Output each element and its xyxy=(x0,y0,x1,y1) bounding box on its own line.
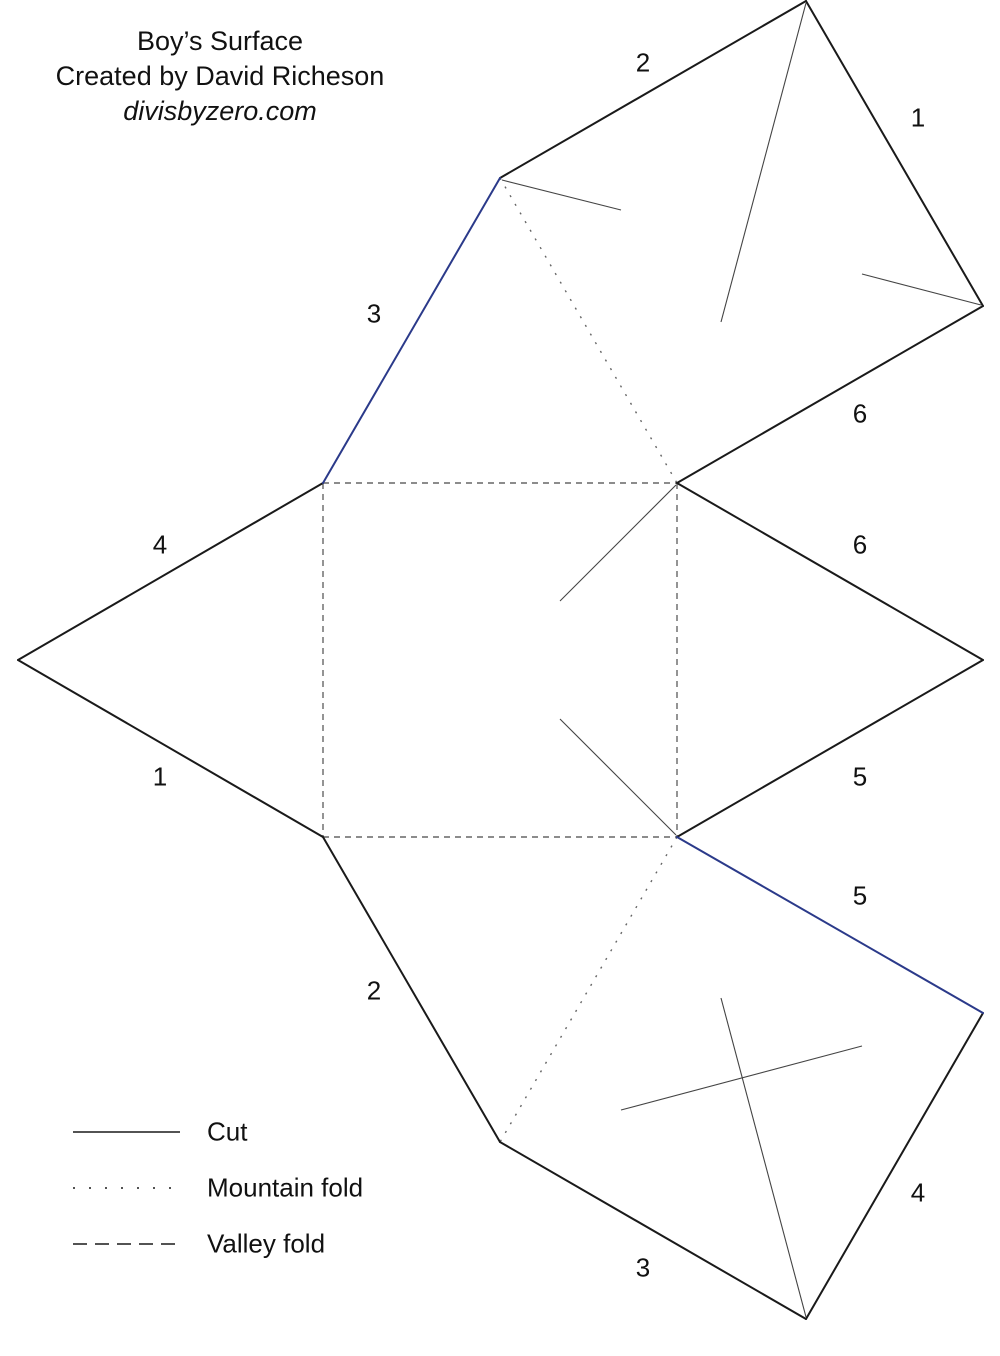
legend-swatches xyxy=(73,1131,180,1245)
edge-label: 4 xyxy=(152,529,168,560)
edge-label: 3 xyxy=(635,1252,651,1283)
edge-label: 4 xyxy=(910,1177,926,1208)
cut-edge-1-left xyxy=(17,659,324,838)
guide-line xyxy=(720,997,807,1318)
mountain-fold-lower xyxy=(499,836,678,1143)
edge-label: 3 xyxy=(366,298,382,329)
author-line: Created by David Richeson xyxy=(55,61,385,91)
cut-edge-6-upper xyxy=(676,305,984,484)
cut-edge-1-top xyxy=(805,0,984,307)
highlight-edges xyxy=(322,177,984,1014)
cut-edge-5-right xyxy=(676,659,984,838)
guide-line xyxy=(620,1045,863,1111)
cut-edge-4-bottom xyxy=(805,1012,984,1320)
title-line: Boy’s Surface xyxy=(136,26,304,56)
cut-edge-2-bottom xyxy=(322,836,501,1143)
edge-label: 1 xyxy=(910,102,926,133)
cut-edge-3-top xyxy=(322,177,501,484)
edge-label: 1 xyxy=(152,761,168,792)
cut-edge-4-left xyxy=(17,482,324,661)
edge-label: 5 xyxy=(852,761,868,792)
edge-label: 5 xyxy=(852,880,868,911)
guide-line xyxy=(501,179,622,211)
cut-edges xyxy=(17,0,984,1320)
valley-folds xyxy=(322,482,678,838)
cut-edge-5-lower xyxy=(676,836,984,1014)
guide-line xyxy=(559,484,677,602)
cut-edge-6-right xyxy=(676,482,984,661)
mountain-fold-upper xyxy=(499,177,678,484)
mountain-folds xyxy=(499,177,678,1143)
edge-label: 6 xyxy=(852,398,868,429)
guide-line xyxy=(720,2,807,323)
cut-edge-3-bottom xyxy=(499,1141,807,1320)
edge-label: 2 xyxy=(635,47,651,78)
title-block: Boy’s Surface Created by David Richeson … xyxy=(20,24,420,129)
edge-label: 2 xyxy=(366,975,382,1006)
website-line: divisbyzero.com xyxy=(123,96,317,126)
guide-lines xyxy=(501,2,982,1318)
cut-edge-2-top xyxy=(499,0,807,179)
legend-mountain-label: Mountain fold xyxy=(207,1172,364,1203)
legend-valley-label: Valley fold xyxy=(207,1228,326,1259)
guide-line xyxy=(861,273,982,306)
guide-line xyxy=(559,718,677,836)
edge-label: 6 xyxy=(852,529,868,560)
legend-cut-label: Cut xyxy=(207,1116,248,1147)
